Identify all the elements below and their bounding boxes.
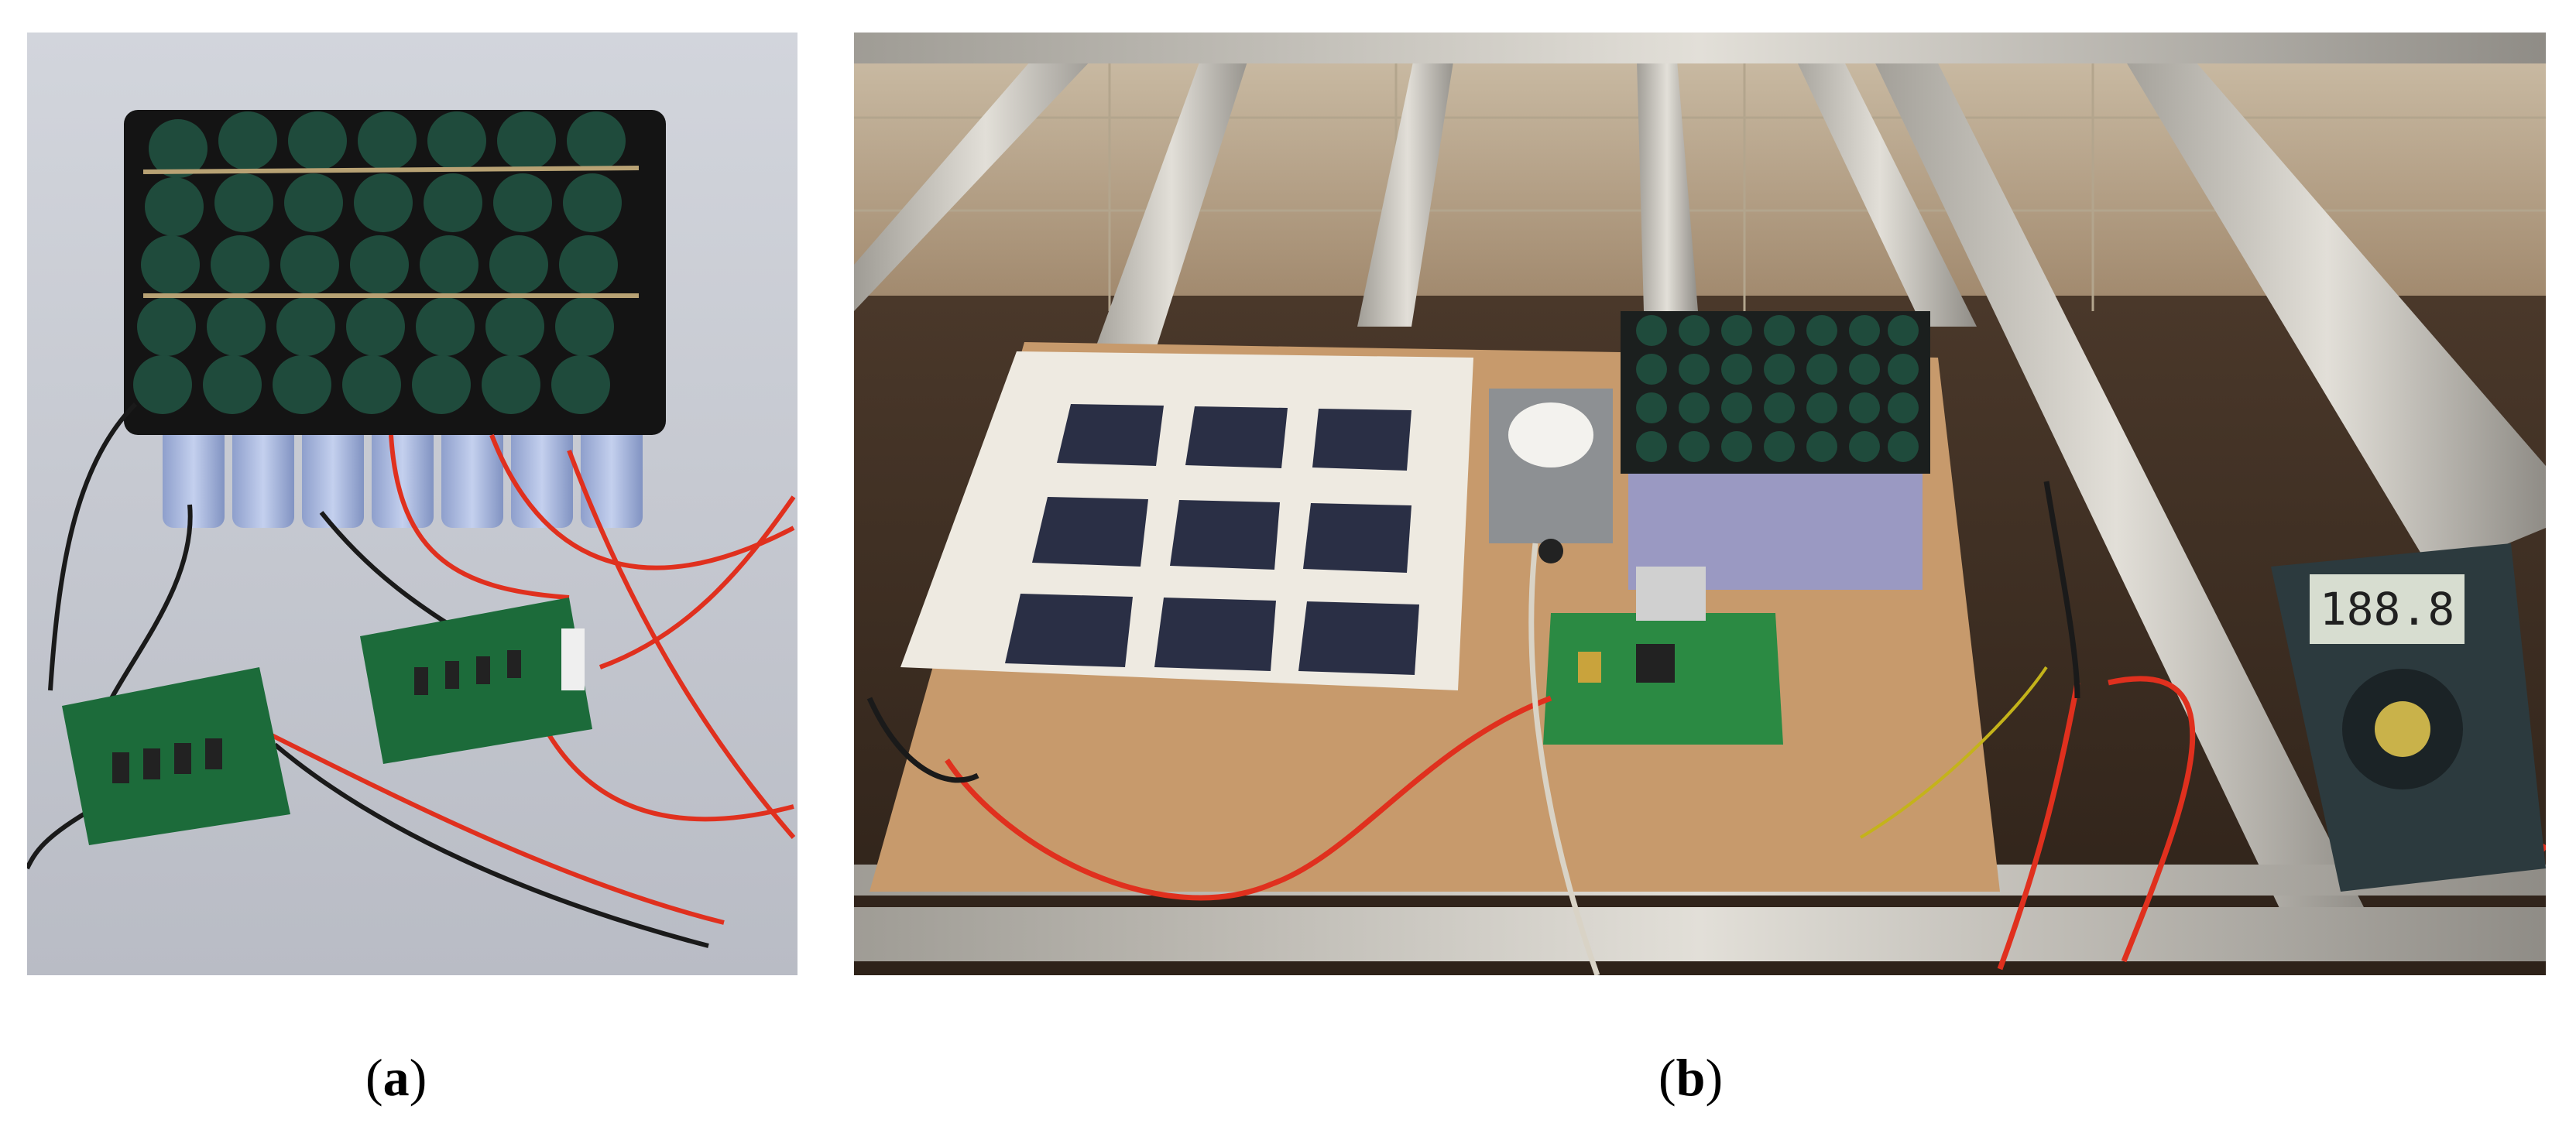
caption-b-open: ( [1658, 1048, 1676, 1107]
photo-panel-a [27, 33, 797, 975]
caption-a-open: ( [365, 1048, 383, 1107]
solar-panel [900, 351, 1473, 690]
multimeter-readout: 188.8 [2320, 583, 2455, 635]
caption-a-letter: a [382, 1048, 410, 1107]
caption-b-close: ) [1705, 1048, 1724, 1107]
test-bench-photo: 188.8 [854, 33, 2546, 975]
sensor-box [1489, 389, 1613, 563]
converter-pcb [1543, 567, 1783, 745]
photo-panel-b: 188.8 [854, 33, 2546, 975]
caption-b-letter: b [1676, 1048, 1706, 1107]
caption-panel-a: (a) [365, 1051, 427, 1104]
battery-pack [1621, 311, 1930, 590]
battery-pack-photo [27, 33, 797, 975]
wires [27, 402, 796, 948]
caption-panel-b: (b) [1658, 1051, 1723, 1104]
multimeter: 188.8 [2271, 543, 2546, 892]
caption-a-close: ) [409, 1048, 427, 1107]
battery-caps [133, 111, 626, 414]
bms-boards [62, 598, 592, 845]
